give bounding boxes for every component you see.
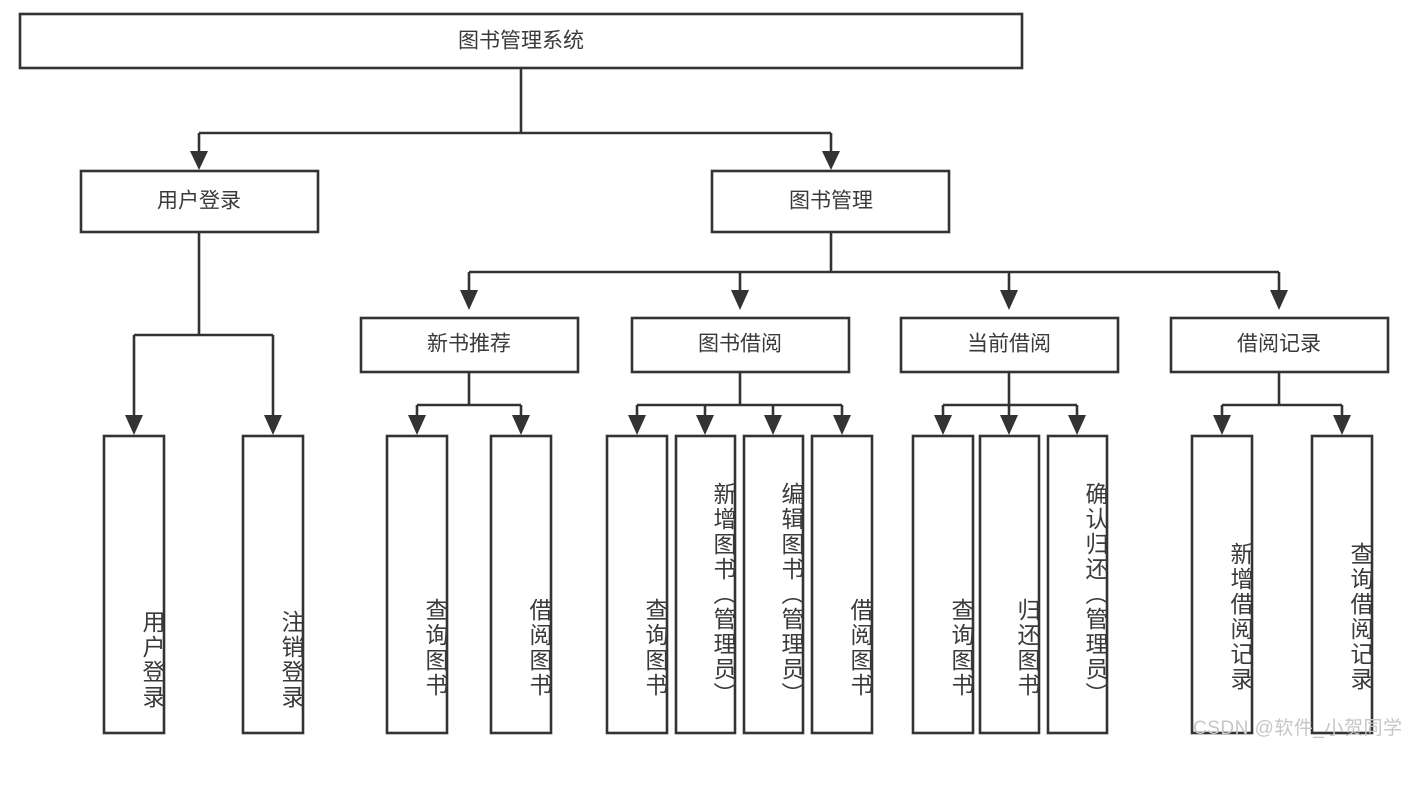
leaf-box-group (102, 434, 1374, 735)
node-book-manage[interactable]: 图书管理 (710, 169, 951, 234)
arrowhead-book-manage (822, 151, 840, 170)
connector-group-borrow-record-to-leaves (1213, 372, 1351, 435)
node-book-manage-label: 图书管理 (789, 190, 873, 213)
arrowhead-leaf-user-login (125, 415, 143, 435)
arrowhead-leaf-return-book (1000, 415, 1018, 435)
arrowhead-leaf-query-book-1 (408, 415, 426, 435)
node-new-book-rec-label: 新书推荐 (427, 333, 511, 356)
leaf-box-borrow-book-1[interactable] (489, 434, 553, 735)
node-borrow-record-box[interactable] (1169, 316, 1390, 374)
leaf-box-query-book-2[interactable] (605, 434, 669, 735)
node-root[interactable]: 图书管理系统 (18, 12, 1024, 70)
leaf-box-borrow-book-2[interactable] (810, 434, 874, 735)
connector-group-new-book-rec-to-leaves (408, 372, 530, 435)
node-root-label: 图书管理系统 (458, 30, 584, 53)
node-user-login[interactable]: 用户登录 (79, 169, 320, 234)
leaf-box-query-book-3[interactable] (911, 434, 975, 735)
arrowhead-leaf-logout (264, 415, 282, 435)
arrowhead-leaf-query-book-2 (628, 415, 646, 435)
arrowhead-user-login (190, 151, 208, 170)
leaf-box-logout[interactable] (241, 434, 305, 735)
connector-group-current-borrow-to-leaves (934, 372, 1086, 435)
leaf-box-add-record[interactable] (1190, 434, 1254, 735)
node-user-login-label: 用户登录 (157, 190, 241, 213)
arrowhead-leaf-query-book-3 (934, 415, 952, 435)
node-current-borrow[interactable]: 当前借阅 (899, 316, 1120, 374)
leaf-box-user-login[interactable] (102, 434, 166, 735)
node-current-borrow-box[interactable] (899, 316, 1120, 374)
leaf-box-return-book[interactable] (978, 434, 1041, 735)
arrowhead-leaf-add-record (1213, 415, 1231, 435)
csdn-watermark: CSDN @软件_小贺同学 (1193, 718, 1403, 739)
arrowhead-current-borrow (1000, 290, 1018, 310)
leaf-box-edit-book[interactable] (742, 434, 805, 735)
arrowhead-book-borrow (731, 290, 749, 310)
leaf-box-query-book-1[interactable] (385, 434, 449, 735)
arrowhead-borrow-record (1270, 290, 1288, 310)
leaf-box-add-book[interactable] (674, 434, 737, 735)
node-borrow-record-label: 借阅记录 (1237, 333, 1321, 356)
arrowhead-leaf-confirm-return (1068, 415, 1086, 435)
node-book-borrow[interactable]: 图书借阅 (630, 316, 851, 374)
node-book-borrow-box[interactable] (630, 316, 851, 374)
node-new-book-rec-box[interactable] (359, 316, 580, 374)
tree-svg-canvas: 图书管理系统 用户登录 图书管理 新书推荐 图书借阅 当前借阅 借阅记录 (18, 12, 1390, 735)
flowchart-diagram: 图书管理系统 用户登录 图书管理 新书推荐 图书借阅 当前借阅 借阅记录 (18, 12, 1403, 739)
leaf-box-query-record[interactable] (1310, 434, 1374, 735)
node-root-box[interactable] (18, 12, 1024, 70)
node-new-book-rec[interactable]: 新书推荐 (359, 316, 580, 374)
arrowhead-leaf-borrow-book-1 (512, 415, 530, 435)
connector-group-book-borrow-to-leaves (628, 372, 851, 435)
arrowhead-leaf-add-book (696, 415, 714, 435)
arrowhead-leaf-borrow-book-2 (833, 415, 851, 435)
arrowhead-new-book-rec (460, 290, 478, 310)
connector-group-user-login-to-leaves (125, 232, 282, 435)
node-book-manage-box[interactable] (710, 169, 951, 234)
node-borrow-record[interactable]: 借阅记录 (1169, 316, 1390, 374)
node-book-borrow-label: 图书借阅 (698, 333, 782, 356)
arrowhead-leaf-edit-book (764, 415, 782, 435)
node-user-login-box[interactable] (79, 169, 320, 234)
node-current-borrow-label: 当前借阅 (967, 333, 1051, 356)
leaf-box-confirm-return[interactable] (1046, 434, 1109, 735)
connector-group-root-to-level2 (190, 68, 840, 170)
connector-group-book-manage-to-level3 (460, 232, 1288, 310)
arrowhead-leaf-query-record (1333, 415, 1351, 435)
